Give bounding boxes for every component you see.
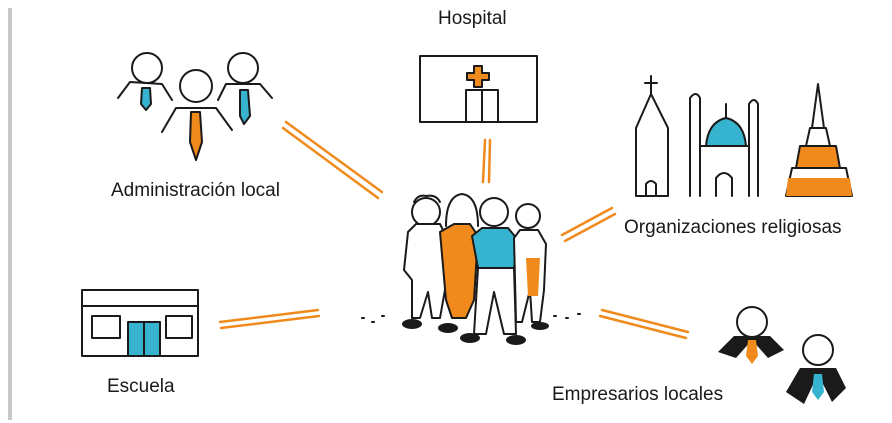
temple-icon — [785, 83, 853, 197]
community-group-icon — [361, 193, 581, 345]
connector-business — [598, 308, 690, 340]
administration-icon — [117, 52, 273, 161]
mosque-icon — [689, 93, 759, 197]
connector-religious — [560, 206, 617, 243]
connector-hospital — [481, 138, 492, 184]
school-label: Escuela — [107, 376, 175, 397]
church-icon — [635, 75, 669, 197]
hospital-label: Hospital — [438, 8, 507, 29]
businesspeople-label: Empresarios locales — [552, 384, 724, 405]
administration-label: Administración local — [111, 180, 280, 201]
connector-admin — [281, 120, 384, 200]
hospital-icon — [419, 55, 538, 123]
left-border-rule — [8, 8, 12, 420]
religious-organizations-label: Organizaciones religiosas — [624, 217, 842, 238]
connector-school — [218, 308, 321, 330]
school-icon — [81, 289, 199, 357]
businesspeople-icon — [718, 306, 846, 404]
